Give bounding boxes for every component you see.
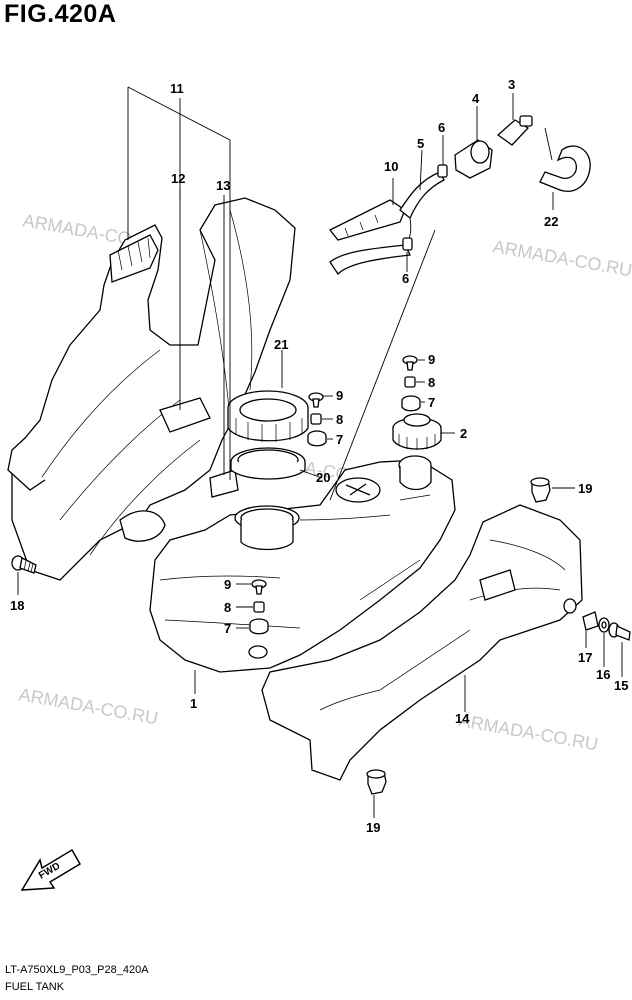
callout-17: 17 xyxy=(578,650,592,665)
callout-22: 22 xyxy=(544,214,558,229)
callout-9-middle: 9 xyxy=(336,388,343,403)
part-17-collar xyxy=(582,611,599,631)
callout-3: 3 xyxy=(508,77,515,92)
part-19-clip-upper xyxy=(530,477,551,503)
callout-7-right: 7 xyxy=(428,395,435,410)
callout-15: 15 xyxy=(614,678,628,693)
callout-16: 16 xyxy=(596,667,610,682)
callout-7-middle: 7 xyxy=(336,432,343,447)
watermark-4: ARMADA-CO.RU xyxy=(17,684,159,728)
callout-13: 13 xyxy=(216,178,230,193)
leader-lines xyxy=(17,86,623,818)
callout-12: 12 xyxy=(171,171,185,186)
hardware-set-lower xyxy=(249,579,269,635)
part-2-fuel-cap xyxy=(392,413,442,450)
callout-9-right: 9 xyxy=(428,352,435,367)
part-10-hose-assembly xyxy=(328,164,448,276)
callout-8-right: 8 xyxy=(428,375,435,390)
callout-11: 11 xyxy=(170,81,184,96)
part-3-fitting xyxy=(496,115,533,146)
part-16-washer xyxy=(598,617,610,633)
callout-1: 1 xyxy=(190,696,197,711)
part-1-fuel-tank xyxy=(149,455,456,673)
part-19-clip-lower xyxy=(366,769,387,795)
part-15-bolt xyxy=(608,622,631,641)
watermark-5: ARMADA-CO.RU xyxy=(457,710,599,754)
fwd-arrow: FWD xyxy=(20,848,82,891)
part-4-valve xyxy=(454,139,493,179)
callout-19-upper: 19 xyxy=(578,481,592,496)
footer-name: FUEL TANK xyxy=(5,981,65,993)
callout-6-lower: 6 xyxy=(402,271,409,286)
callout-21: 21 xyxy=(274,337,288,352)
part-18-bolt xyxy=(11,555,37,574)
callout-5: 5 xyxy=(417,136,424,151)
callout-9-lower: 9 xyxy=(224,577,231,592)
part-20-gasket xyxy=(230,447,306,480)
callout-18: 18 xyxy=(10,598,24,613)
hardware-set-middle xyxy=(307,392,327,447)
callout-8-middle: 8 xyxy=(336,412,343,427)
callout-6-upper: 6 xyxy=(438,120,445,135)
callout-labels: 11 12 13 3 4 6 5 10 6 22 21 9 8 7 2 9 8 … xyxy=(10,77,628,835)
part-14-side-cover xyxy=(261,504,583,781)
callout-4: 4 xyxy=(472,91,480,106)
figure-title: FIG.420A xyxy=(4,0,117,28)
hardware-set-right xyxy=(401,355,421,412)
watermark-2: ARMADA-CO.RU xyxy=(491,236,632,280)
callout-10: 10 xyxy=(384,159,398,174)
callout-20: 20 xyxy=(316,470,330,485)
callout-7-lower: 7 xyxy=(224,621,231,636)
callout-19-lower: 19 xyxy=(366,820,380,835)
callout-14: 14 xyxy=(455,711,470,726)
footer-code: LT-A750XL9_P03_P28_420A xyxy=(5,964,149,976)
callout-2: 2 xyxy=(460,426,467,441)
part-22-hose xyxy=(539,145,591,192)
callout-8-lower: 8 xyxy=(224,600,231,615)
part-21-ring-nut xyxy=(227,390,309,442)
